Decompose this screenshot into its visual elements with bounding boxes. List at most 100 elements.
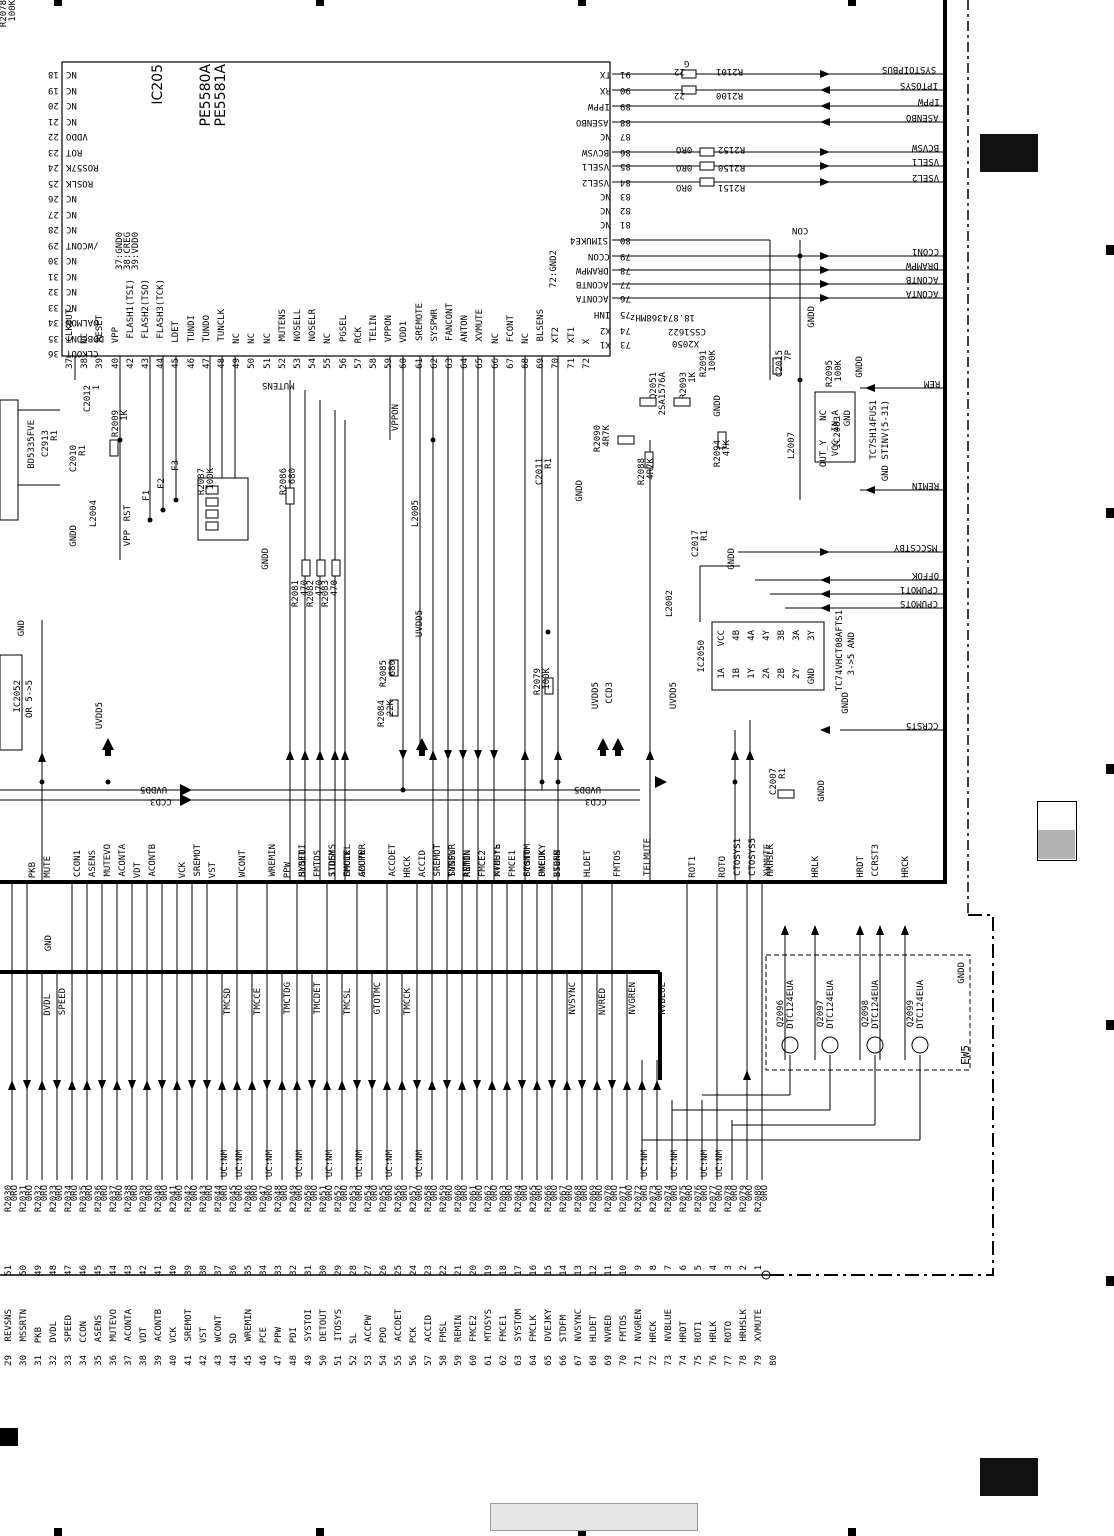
connector-pin-num: 24 <box>409 1265 419 1276</box>
uvdd5-bus-label: UVDD5 <box>140 784 168 794</box>
ic205-left-pin-num: 29 <box>48 239 59 250</box>
ic205-bottom-pin-name: MUTENS <box>277 309 288 342</box>
bus-signal-label: PPW <box>283 862 293 879</box>
connector-pin-num: 50 <box>19 1265 29 1276</box>
ic205-pin-name: ACONTA <box>576 293 609 303</box>
right-net-label: VSEL1 <box>912 156 940 166</box>
bus-signal-label: HRLK <box>811 856 821 878</box>
ic205-left-pin-num: 31 <box>48 270 59 281</box>
connector-ext-num: 76 <box>709 1355 719 1366</box>
ic205-left-pin-name: NC <box>66 208 77 219</box>
bus-signal-label: FMCE2 <box>478 850 488 878</box>
ccd3-bus-label: CCD3 <box>150 796 172 806</box>
ic2083-ref: IC2083 <box>833 416 843 449</box>
ic205-bottom-pin-name: FLASH3(TCK) <box>156 279 167 339</box>
component-value: R1 <box>700 530 710 541</box>
connector-pin-name: STDFM <box>559 1315 569 1343</box>
connector-pin-name: PDI <box>289 1327 299 1344</box>
connector-pin-num: 28 <box>349 1265 359 1276</box>
gndd-label-6: GNDD <box>713 395 723 417</box>
ic205-pin-num: 76 <box>620 293 631 303</box>
ic2083-part: TC7SH14FUS1 <box>869 400 879 460</box>
connector-uc-note: UC:NM <box>385 1150 395 1178</box>
ic2050-pin-top: 3Y <box>807 630 817 641</box>
component-value: 100K <box>8 0 18 22</box>
connector-ext-num: 47 <box>274 1355 284 1366</box>
bus-signal-label: VCK <box>178 862 188 879</box>
mutens-label: MUTENS <box>262 380 295 390</box>
connector-ext-num: 61 <box>484 1355 494 1366</box>
transistor-part: DTC124EUA <box>871 980 881 1029</box>
ic205-bottom-pin-num: 37 <box>65 358 75 369</box>
ic205-bottom-pin-name: NC <box>490 333 501 344</box>
ic2050-note: 3->5 AND <box>847 632 857 676</box>
l2005-label: L2005 <box>411 500 421 528</box>
ic2050-pin-top: 3B <box>777 630 787 641</box>
connector-uc-note: UC:NM <box>715 1150 725 1178</box>
ic205-left-pin-num: 24 <box>48 162 59 172</box>
uvdd5-label-4: UVDD5 <box>669 682 679 710</box>
ic205-part-1: PE5580A <box>198 64 214 127</box>
bus-signal-label: SYSTOI <box>298 844 308 877</box>
connector-pin-num: 9 <box>634 1265 644 1271</box>
connector-pin-num: 22 <box>439 1265 449 1276</box>
ic205-pin-num: 89 <box>620 101 631 111</box>
connector-pin-name: WCONT <box>214 1315 224 1343</box>
connector-pin-name: FMSL <box>439 1321 449 1343</box>
connector-pin-num: 34 <box>259 1265 269 1276</box>
ic205-left-pin-num: 27 <box>48 208 59 219</box>
ic205-pin-name: NC <box>600 131 611 141</box>
connector-pin-name: ACCPW <box>364 1315 374 1343</box>
component-value: 2SA1576A <box>658 372 668 416</box>
connector-pin-name: HRDT <box>679 1321 689 1343</box>
connector-pin-name: ROTO <box>724 1321 734 1343</box>
connector-pin-name: REVSNS <box>4 1309 14 1342</box>
connector-pin-name: VST <box>199 1327 209 1344</box>
connector-pin-num: 6 <box>679 1265 689 1271</box>
ew5-label: EW5 <box>959 1045 972 1065</box>
transistor-part: DTC124EUA <box>916 980 926 1029</box>
component-value: 1K <box>688 372 698 383</box>
connector-pin-num: 4 <box>709 1265 719 1271</box>
ic205-bottom-pin-num: 72 <box>581 358 592 369</box>
connector-ext-num: 70 <box>619 1355 629 1366</box>
connector-pin-name: ROT1 <box>694 1321 704 1343</box>
connector-uc-note: UC:NM <box>220 1150 230 1178</box>
ic205-pin-num: 73 <box>620 339 631 349</box>
ic205-bottom-pin-name: NC <box>521 333 531 344</box>
connector-pin-num: 40 <box>169 1265 179 1276</box>
ic205-pin-num: 91 <box>620 69 631 79</box>
right-net-label: IPTOSYS <box>900 80 938 90</box>
ic205-left-pin-name: NC <box>66 193 77 203</box>
ic2050-pin-bot: 1B <box>732 668 742 679</box>
top-resistors <box>681 69 715 187</box>
connector-ext-num: 75 <box>694 1355 704 1366</box>
ic205-bottom-pin-name: SYSPWR <box>429 309 440 342</box>
connector-pin-name: WREMIN <box>244 1309 254 1342</box>
connector-ext-num: 65 <box>544 1355 554 1366</box>
ic205-bottom-pin-num: 42 <box>125 358 136 369</box>
connector-ext-num: 58 <box>439 1355 449 1366</box>
connector-pin-name: PKB <box>34 1327 44 1344</box>
ic205-pin-num: 79 <box>620 251 631 261</box>
bus-signal-label: ROTO <box>718 856 728 878</box>
ic205-bottom-pin-name: XVMUTE <box>475 309 486 342</box>
ic205-bottom-pin-name: X <box>581 339 592 345</box>
ic205-bottom-pin-num: 55 <box>323 358 334 369</box>
ic2050-pin-bot: 2Y <box>792 668 802 679</box>
ic205-pin-name: X1 <box>600 339 611 349</box>
side-index-box <box>1037 801 1077 861</box>
connector-ext-num: 46 <box>259 1355 269 1366</box>
connector-pin-name: FMCE2 <box>469 1315 479 1343</box>
ic205-bottom-pin-name: PGSEL <box>338 315 349 343</box>
junction-dots <box>39 253 803 793</box>
connector-ext-num: 52 <box>349 1355 359 1366</box>
connector-pin-num: 44 <box>109 1265 119 1276</box>
connector-pin-name: SD <box>229 1333 239 1344</box>
connector-uc-note: UC:NM <box>640 1150 650 1178</box>
bus-lower-label: TMCCE <box>253 988 263 1016</box>
ic205-pin-num: 83 <box>620 191 631 201</box>
connector-pin-num: 38 <box>199 1265 209 1276</box>
connector-uc-note: UC:NM <box>355 1150 365 1178</box>
connector-ext-num: 69 <box>604 1355 614 1366</box>
